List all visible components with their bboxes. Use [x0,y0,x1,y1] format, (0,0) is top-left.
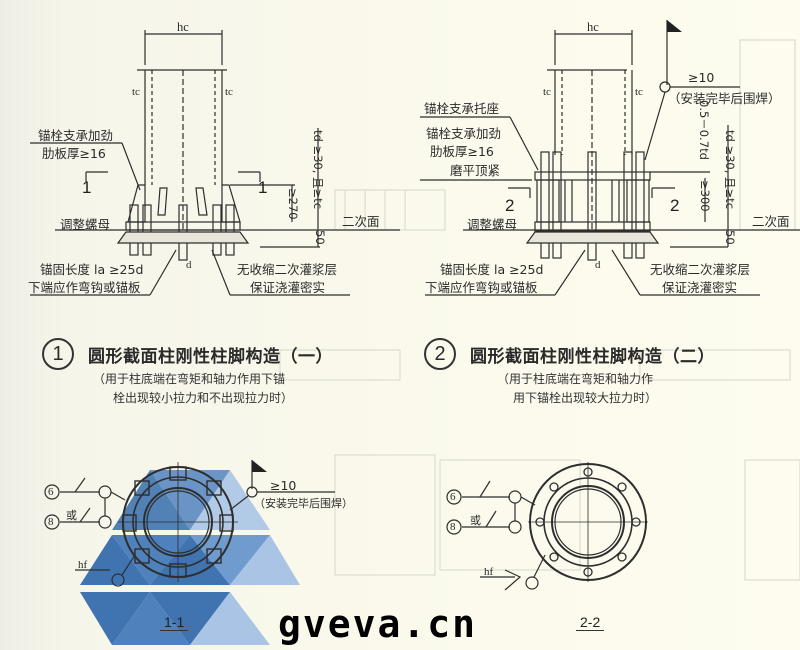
detail-note-2-line2: 用下锚栓出现较大拉力时） [513,391,658,405]
dim-tc-right-1: tc [225,86,233,98]
dim-0507td: 0.5－0.7td [697,100,711,160]
dim-300: ≥300 [698,180,712,212]
dim-tc-left-1: tc [132,86,140,98]
dim-270: ≥270 [286,188,300,220]
detail-number-2: 2 [424,338,456,370]
hf-label-section1: hf [78,559,88,571]
section-mark-2-left: 2 [505,196,515,215]
weld-note-2: （安装完毕后围焊） [668,91,781,106]
label-grout-2: 无收缩二次灌浆层 [650,262,751,277]
ref-8-section1: 8 [48,516,54,528]
label-anchor-hook-1: 下端应作弯钩或锚板 [28,280,141,295]
section-mark-1-right: 1 [258,178,268,197]
dim-d-2: d [595,259,601,271]
section-mark-1-left: 1 [82,178,92,197]
weld-size-2: ≥10 [688,70,715,85]
label-grout-dense-1: 保证浇灌密实 [250,280,326,295]
detail-number-1: 1 [42,338,74,370]
label-secondary-surface-2: 二次面 [752,214,790,229]
section-caption-1-1: 1-1 [160,614,189,631]
label-bracket-2: 锚栓支承托座 [424,101,500,116]
detail-title-2: 圆形截面柱刚性柱脚构造（二） [470,347,715,367]
label-adjust-nut-2: 调整螺母 [467,217,518,232]
label-anchor-length-1: 锚固长度 la ≥25d [40,262,144,277]
or-label-section1: 或 [66,509,77,522]
label-grout-dense-2: 保证浇灌密实 [662,280,738,295]
section-mark-2-right: 2 [670,196,680,215]
dim-50-1: 50 [313,230,327,245]
dim-d-1: d [186,259,192,271]
label-stiffener-thickness-1: 肋板厚≥16 [42,146,106,161]
dim-td-2: td ≥30, 且≥tc [723,130,737,210]
ref-6-section2: 6 [450,491,456,503]
weld-size-section1: ≥10 [270,478,297,493]
watermark-text: gveva.cn [278,602,478,646]
detail-note-1-line2: 栓出现较小拉力和不出现拉力时） [113,391,294,405]
or-label-section2: 或 [470,514,481,527]
detail-note-2-line1: （用于柱底端在弯矩和轴力作 [497,372,654,386]
label-stiffener-thickness-2: 肋板厚≥16 [430,144,494,159]
dim-hc-2: hc [587,20,599,34]
label-grout-1: 无收缩二次灌浆层 [237,262,338,277]
ref-6-section1: 6 [48,486,54,498]
dim-tc-left-2: tc [543,86,551,98]
label-anchor-length-2: 锚固长度 la ≥25d [440,262,544,277]
ref-8-section2: 8 [450,521,456,533]
detail-note-1-line1: （用于柱底端在弯矩和轴力作用下锚 [93,372,286,386]
weld-note-section1: （安装完毕后围焊） [254,497,353,510]
detail-title-1: 圆形截面柱刚性柱脚构造（一） [88,347,333,367]
label-adjust-nut-1: 调整螺母 [60,217,111,232]
dim-td-1: td ≥30, 且≥tc [311,130,325,210]
dim-hc-1: hc [177,20,189,34]
hf-label-section2: hf [484,566,494,578]
label-anchor-hook-2: 下端应作弯钩或锚板 [425,280,538,295]
label-stiffener-2: 锚栓支承加劲 [426,126,502,141]
label-secondary-surface-1: 二次面 [342,214,380,229]
dim-50-2: 50 [723,230,737,245]
section-caption-2-2: 2-2 [576,614,605,631]
dim-tc-right-2: tc [635,86,643,98]
label-stiffener-1: 锚栓支承加劲 [38,128,114,143]
label-milled-2: 磨平顶紧 [450,163,501,178]
